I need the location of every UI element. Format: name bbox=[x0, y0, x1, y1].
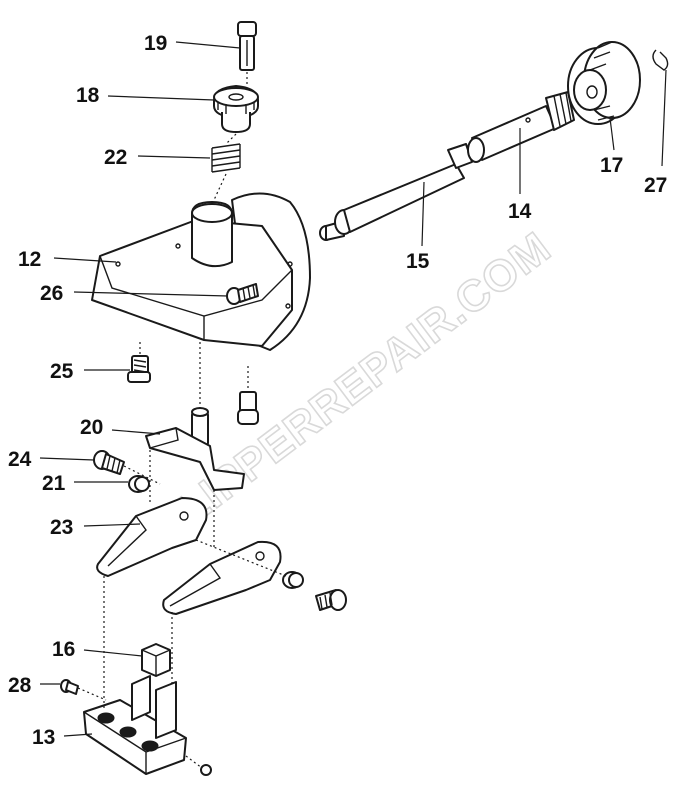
callout-18: 18 bbox=[76, 84, 100, 107]
callout-20: 20 bbox=[80, 416, 103, 439]
lower-screw bbox=[315, 589, 347, 611]
part-22-spring bbox=[211, 143, 241, 173]
part-14-tube bbox=[467, 91, 575, 163]
callout-19: 19 bbox=[144, 32, 167, 55]
callout-28: 28 bbox=[8, 674, 32, 697]
part-13-base bbox=[83, 675, 212, 776]
part-12-housing bbox=[91, 192, 311, 351]
part-16-block bbox=[141, 643, 171, 677]
part-26-screw bbox=[226, 283, 259, 305]
leader-lines bbox=[39, 41, 667, 737]
part-24-screw bbox=[93, 450, 125, 475]
part-18-gear bbox=[213, 85, 259, 133]
callout-24: 24 bbox=[8, 448, 32, 471]
part-15-shaft bbox=[319, 143, 473, 241]
assembly-lines bbox=[77, 72, 287, 769]
callout-14: 14 bbox=[508, 200, 532, 223]
part-19-pin bbox=[237, 21, 257, 71]
callout-labels: 19 18 22 12 26 25 20 24 21 23 16 28 13 1… bbox=[8, 32, 667, 749]
part-17-wheel bbox=[567, 41, 641, 125]
part-21-nut bbox=[128, 475, 150, 493]
callout-27: 27 bbox=[644, 174, 667, 197]
part-23-lever-upper bbox=[96, 497, 208, 577]
callout-23: 23 bbox=[50, 516, 73, 539]
callout-26: 26 bbox=[40, 282, 63, 305]
callout-25: 25 bbox=[50, 360, 74, 383]
callout-12: 12 bbox=[18, 248, 41, 271]
part-28-screw bbox=[60, 679, 79, 695]
callout-17: 17 bbox=[600, 154, 623, 177]
part-25-screw bbox=[127, 355, 151, 383]
part-23-lever-lower bbox=[162, 540, 282, 615]
part-20-bracket bbox=[145, 407, 245, 491]
lower-nut bbox=[282, 571, 304, 589]
callout-22: 22 bbox=[104, 146, 127, 169]
screw-vertical bbox=[237, 391, 259, 425]
callout-16: 16 bbox=[52, 638, 75, 661]
callout-13: 13 bbox=[32, 726, 55, 749]
callout-21: 21 bbox=[42, 472, 66, 495]
callout-15: 15 bbox=[406, 250, 430, 273]
part-27-clip bbox=[652, 49, 669, 71]
